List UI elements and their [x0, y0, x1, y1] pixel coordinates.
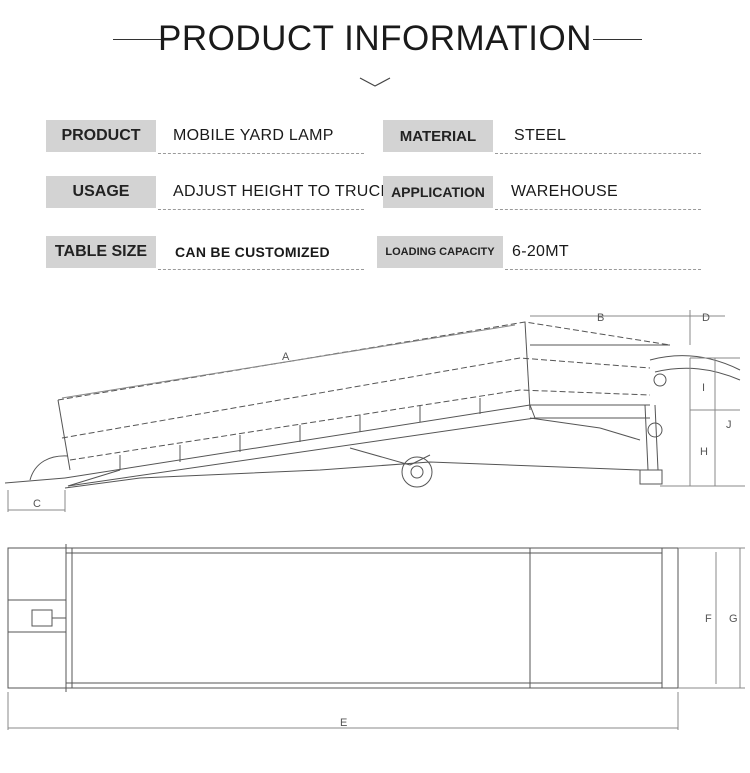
- spec-value: WAREHOUSE: [511, 183, 619, 200]
- title-row: PRODUCT INFORMATION: [0, 16, 750, 66]
- ramp-top-view: [7, 547, 679, 689]
- title-left-rule: [113, 39, 163, 40]
- spec-label: USAGE: [46, 176, 156, 208]
- spec-value: CAN BE CUSTOMIZED: [175, 244, 330, 260]
- spec-label: MATERIAL: [383, 120, 493, 152]
- spec-underline: [505, 269, 701, 270]
- dimension-label-h: H: [700, 446, 708, 458]
- dimension-label-c: C: [33, 498, 41, 510]
- spec-label: APPLICATION: [383, 176, 493, 208]
- spec-underline: [495, 153, 701, 154]
- spec-value: 6-20MT: [512, 243, 569, 260]
- dimension-label-j: J: [726, 419, 732, 431]
- ramp-raised-outline: [57, 321, 671, 401]
- spec-application: APPLICATION WAREHOUSE: [383, 176, 701, 210]
- spec-label: TABLE SIZE: [46, 236, 156, 268]
- spec-label: LOADING CAPACITY: [377, 236, 503, 268]
- spec-underline: [158, 209, 364, 210]
- spec-value: MOBILE YARD LAMP: [173, 127, 334, 144]
- dimension-label-b: B: [597, 312, 604, 324]
- spec-usage: USAGE ADJUST HEIGHT TO TRUCK: [46, 176, 391, 210]
- spec-material: MATERIAL STEEL: [383, 120, 701, 154]
- page-title: PRODUCT INFORMATION: [157, 19, 593, 58]
- spec-value: ADJUST HEIGHT TO TRUCK: [173, 183, 392, 200]
- spec-loading-capacity: LOADING CAPACITY 6-20MT: [377, 236, 701, 270]
- dimension-label-a: A: [282, 351, 290, 363]
- dimension-label-d: D: [702, 312, 710, 324]
- spec-table-size: TABLE SIZE CAN BE CUSTOMIZED: [46, 236, 364, 270]
- spec-label: PRODUCT: [46, 120, 156, 152]
- wheel-icon: [401, 456, 433, 488]
- spec-product: PRODUCT MOBILE YARD LAMP: [46, 120, 364, 154]
- dimension-label-f: F: [705, 613, 712, 625]
- spec-value: STEEL: [514, 127, 567, 144]
- dimension-label-i: I: [702, 382, 705, 394]
- spec-underline: [158, 153, 364, 154]
- technical-drawing: A B C D E F G H I J: [4, 310, 745, 730]
- dimension-label-e: E: [340, 717, 347, 729]
- chevron-down-icon: [359, 77, 391, 87]
- spec-underline: [495, 209, 701, 210]
- title-right-rule: [593, 39, 642, 40]
- dimension-label-g: G: [729, 613, 738, 625]
- spec-underline: [158, 269, 364, 270]
